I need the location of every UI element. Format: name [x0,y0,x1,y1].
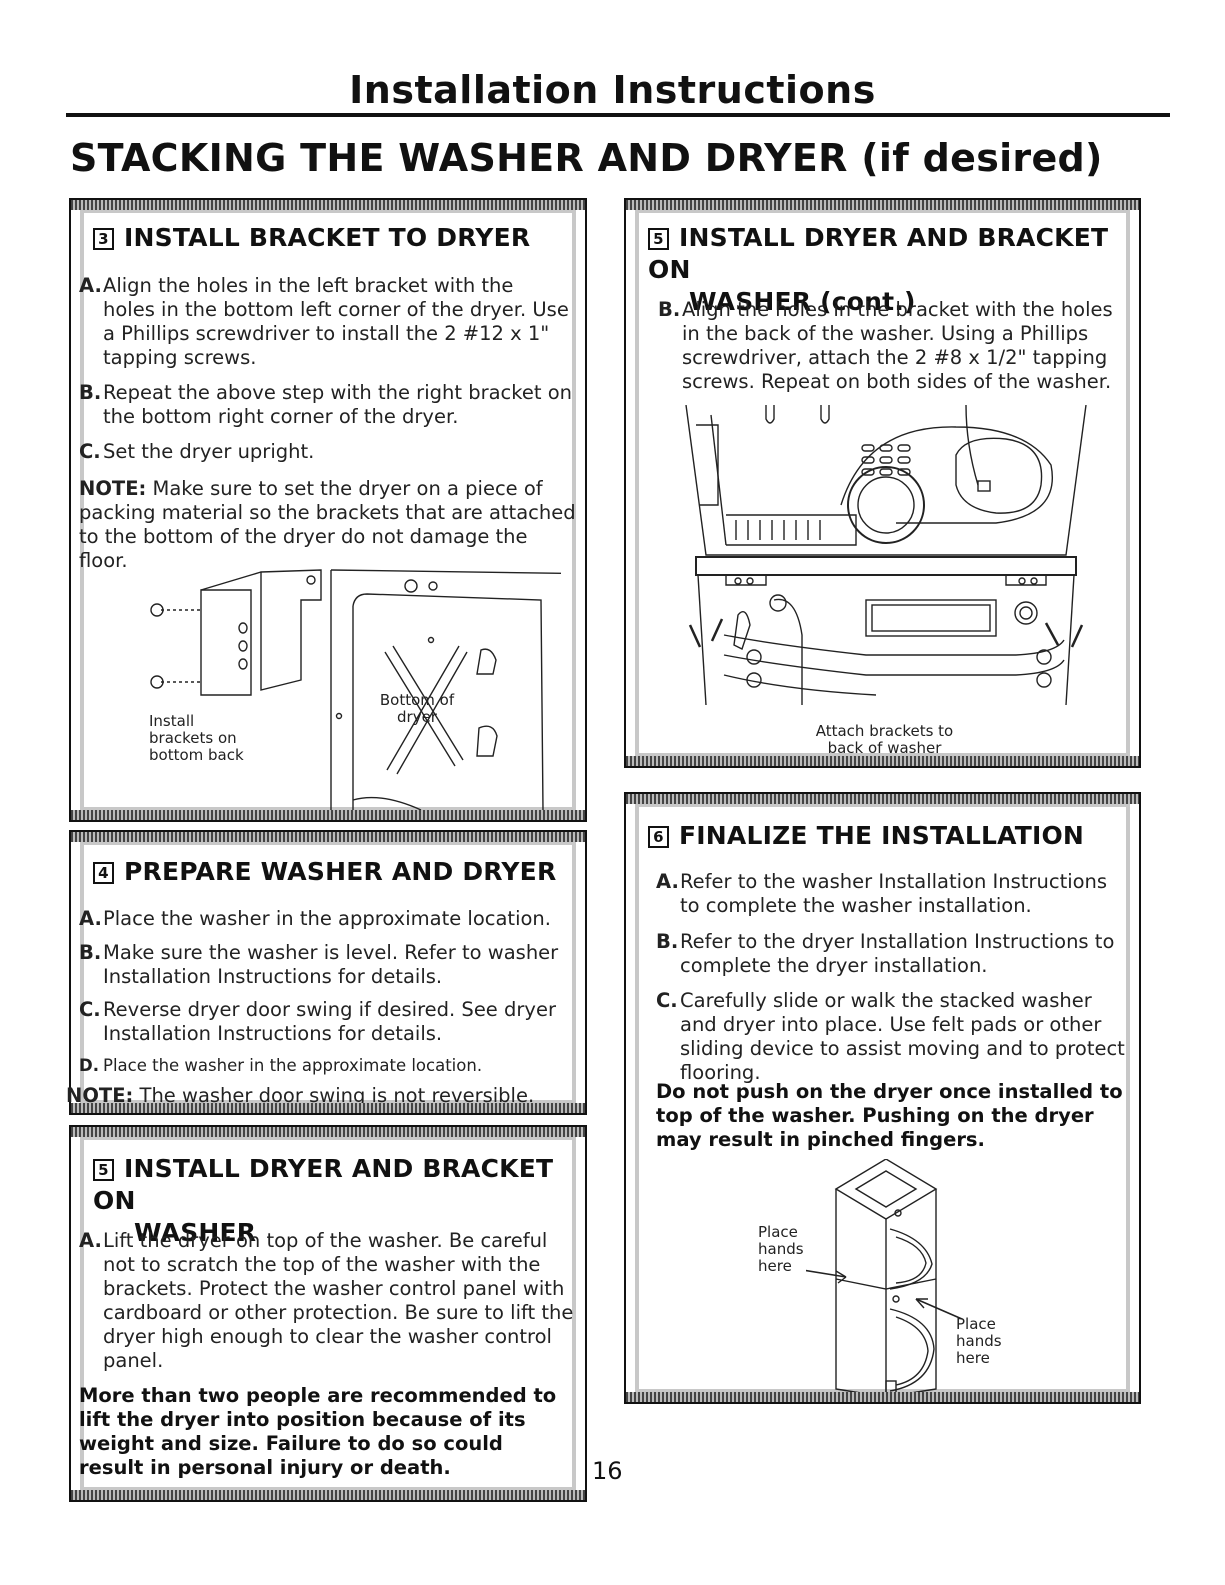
step3-number: 3 [93,228,114,250]
step4-panel: 4 PREPARE WASHER AND DRYER A. Place the w… [66,830,587,1115]
step6-number: 6 [648,826,669,848]
step3-item-a-label: A. [79,274,102,297]
step5cont-title-line2: WASHER (cont.) [689,287,916,316]
step4-item-c-text: Reverse dryer door swing if desired. See… [103,998,556,1045]
page-number: 16 [592,1457,623,1485]
step4-item-b: B. Make sure the washer is level. Refer … [79,941,559,989]
step3-figure-label-right: Bottom of dryer [379,691,455,726]
step3-item-b-text: Repeat the above step with the right bra… [103,381,572,428]
step6-figure-label-top: Place hands here [758,1223,804,1275]
step6-item-a: A. Refer to the washer Installation Inst… [656,870,1126,918]
step4-title: PREPARE WASHER AND DRYER [124,857,557,886]
step4-item-a-label: A. [79,907,102,930]
step4-note-text: The washer door swing is not reversible. [139,1084,535,1107]
step6-item-c: C. Carefully slide or walk the stacked w… [656,989,1126,1085]
step4-note-label: NOTE: [66,1084,134,1107]
step3-item-b-label: B. [79,381,102,404]
page-header-title: Installation Instructions [349,68,876,112]
washer-back-illustration [685,405,1087,706]
step6-item-c-label: C. [656,989,678,1012]
step4-item-d-text: Place the washer in the approximate loca… [103,1056,483,1075]
step5cont-number: 5 [648,228,669,250]
step4-item-c: C. Reverse dryer door swing if desired. … [79,998,559,1046]
step3-title: INSTALL BRACKET TO DRYER [124,223,531,252]
step6-heading: 6 FINALIZE THE INSTALLATION [648,820,1084,852]
step5cont-item-b: B. Align the holes in the bracket with t… [658,298,1118,394]
step4-item-a-text: Place the washer in the approximate loca… [103,907,551,930]
dryer-bracket-illustration [150,569,561,811]
step6-item-a-text: Refer to the washer Installation Instruc… [680,870,1108,917]
step5cont-item-b-text: Align the holes in the bracket with the … [682,298,1113,393]
step3-note: NOTE: Make sure to set the dryer on a pi… [79,477,579,573]
step4-item-d-label: D. [79,1056,99,1075]
step3-note-text: Make sure to set the dryer on a piece of… [79,477,576,572]
step5-item-a-text: Lift the dryer on top of the washer. Be … [103,1229,574,1372]
step6-warning: Do not push on the dryer once installed … [656,1080,1123,1151]
step4-item-b-text: Make sure the washer is level. Refer to … [103,941,559,988]
step4-item-b-label: B. [79,941,102,964]
step6-panel: 6 FINALIZE THE INSTALLATION A. Refer to t… [624,792,1141,1404]
step5cont-title-line1: INSTALL DRYER AND BRACKET ON [648,223,1109,284]
step5cont-figure-caption-line1: Attach brackets to [815,722,954,740]
step5-warning: More than two people are recommended to … [79,1384,557,1479]
step6-item-b-label: B. [656,930,679,953]
step5-item-a-label: A. [79,1229,102,1252]
step4-heading: 4 PREPARE WASHER AND DRYER [93,856,556,888]
step3-item-a: A. Align the holes in the left bracket w… [79,274,569,370]
step3-heading: 3 INSTALL BRACKET TO DRYER [93,222,530,254]
step4-item-d: D. Place the washer in the approximate l… [79,1054,579,1078]
step6-item-a-label: A. [656,870,679,893]
step4-note: NOTE: The washer door swing is not rever… [66,1084,576,1108]
step3-item-b: B. Repeat the above step with the right … [79,381,579,429]
step6-item-b: B. Refer to the dryer Installation Instr… [656,930,1126,978]
step6-item-c-text: Carefully slide or walk the stacked wash… [680,989,1125,1084]
step4-item-a: A. Place the washer in the approximate l… [79,907,579,931]
step3-item-a-text: Align the holes in the left bracket with… [103,274,569,369]
step6-figure-label-bottom: Place hands here [956,1315,1002,1367]
step6-title: FINALIZE THE INSTALLATION [679,821,1085,850]
step5cont-figure-caption-line2: back of washer [827,739,942,757]
header-rule [66,113,1170,117]
step3-panel: 3 INSTALL BRACKET TO DRYER A. Align the h… [69,198,587,822]
step5-number: 5 [93,1159,114,1181]
step5-title-line2: WASHER [134,1218,257,1247]
step3-item-c-label: C. [79,440,101,463]
step3-figure-label-left: Install brackets on bottom back [149,712,244,764]
step5cont-figure-caption: Attach brackets to back of washer [626,723,1143,757]
step6-item-b-text: Refer to the dryer Installation Instruct… [680,930,1115,977]
step5-item-a: A. Lift the dryer on top of the washer. … [79,1229,574,1373]
step4-number: 4 [93,862,114,884]
step3-item-c: C. Set the dryer upright. [79,440,569,464]
step3-note-label: NOTE: [79,477,147,500]
step5cont-item-b-label: B. [658,298,681,321]
step3-item-c-text: Set the dryer upright. [103,440,315,463]
step4-item-c-label: C. [79,998,101,1021]
step5-title-line1: INSTALL DRYER AND BRACKET ON [93,1154,554,1215]
main-title: STACKING THE WASHER AND DRYER (if desire… [70,136,1103,180]
